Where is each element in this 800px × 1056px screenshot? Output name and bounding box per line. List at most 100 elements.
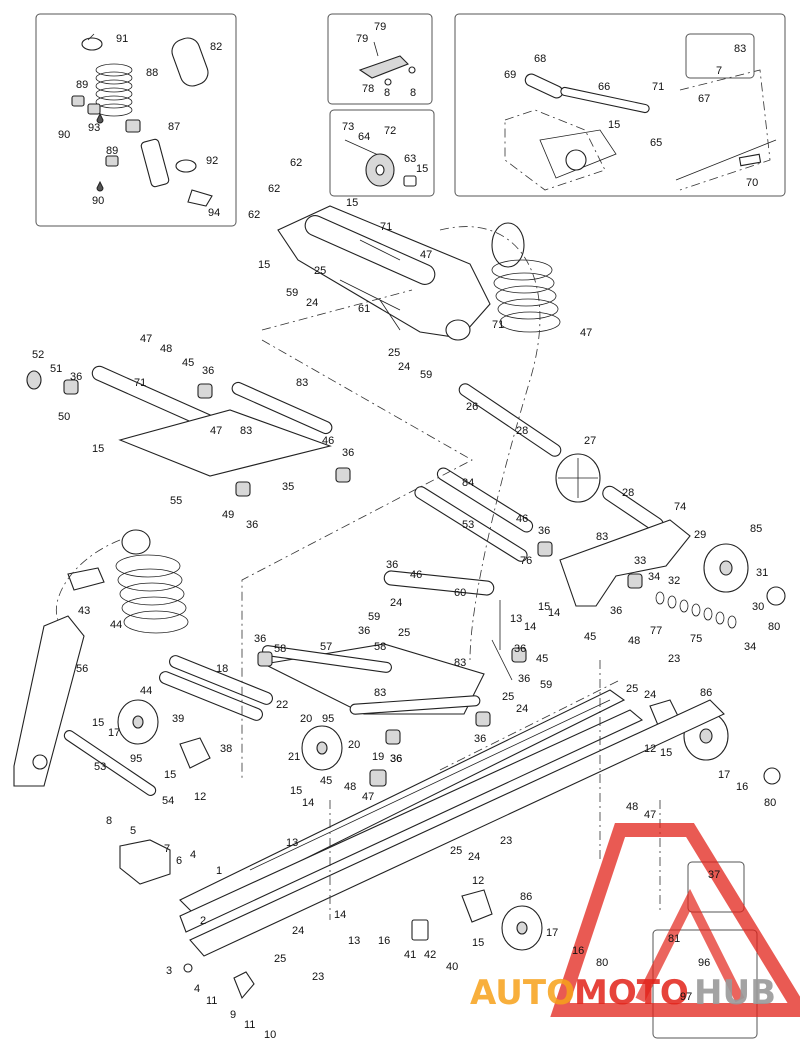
- callout-58: 58: [274, 643, 286, 655]
- callout-71: 71: [492, 319, 504, 331]
- callout-79: 79: [374, 21, 386, 33]
- callout-36: 36: [390, 753, 402, 765]
- front-arm-drawing: [13, 365, 351, 787]
- callout-33: 33: [634, 555, 646, 567]
- callout-92: 92: [206, 155, 218, 167]
- callout-36: 36: [358, 625, 370, 637]
- callout-40: 40: [446, 961, 458, 973]
- callout-6: 6: [176, 855, 182, 867]
- callout-15: 15: [258, 259, 270, 271]
- callout-36: 36: [202, 365, 214, 377]
- callout-81: 81: [668, 933, 680, 945]
- callout-93: 93: [88, 122, 100, 134]
- callout-36: 36: [514, 643, 526, 655]
- watermark-logo: AUTO MOTO HUB: [470, 823, 800, 1017]
- callout-45: 45: [182, 357, 194, 369]
- callout-59: 59: [420, 369, 432, 381]
- watermark-text-hub: HUB: [694, 973, 776, 1013]
- callout-44: 44: [140, 685, 152, 697]
- callout-36: 36: [610, 605, 622, 617]
- callout-43: 43: [78, 605, 90, 617]
- callout-36: 36: [474, 733, 486, 745]
- callout-36: 36: [342, 447, 354, 459]
- callout-75: 75: [690, 633, 702, 645]
- callout-8: 8: [410, 87, 416, 99]
- callout-94: 94: [208, 207, 220, 219]
- part-number-labels: 91 82 88 89 93 90 87 89 92 90 94 79 79 7…: [32, 21, 780, 1041]
- callout-96: 96: [698, 957, 710, 969]
- callout-91: 91: [116, 33, 128, 45]
- inset-box-wheel-axle: [329, 109, 435, 197]
- callout-47: 47: [644, 809, 656, 821]
- callout-13: 13: [286, 837, 298, 849]
- callout-15: 15: [164, 769, 176, 781]
- callout-15: 15: [290, 785, 302, 797]
- callout-23: 23: [312, 971, 324, 983]
- callout-83: 83: [734, 43, 746, 55]
- callout-31: 31: [756, 567, 768, 579]
- callout-34: 34: [744, 641, 756, 653]
- callout-47: 47: [420, 249, 432, 261]
- callout-13: 13: [348, 935, 360, 947]
- callout-39: 39: [172, 713, 184, 725]
- callout-15: 15: [346, 197, 358, 209]
- callout-51: 51: [50, 363, 62, 375]
- callout-24: 24: [306, 297, 318, 309]
- callout-15: 15: [416, 163, 428, 175]
- callout-36: 36: [254, 633, 266, 645]
- callout-4: 4: [194, 983, 200, 995]
- callout-15: 15: [538, 601, 550, 613]
- callout-25: 25: [274, 953, 286, 965]
- callout-16: 16: [378, 935, 390, 947]
- callout-29: 29: [694, 529, 706, 541]
- callout-15: 15: [92, 443, 104, 455]
- watermark-text-auto: AUTO: [470, 973, 575, 1013]
- callout-67: 67: [698, 93, 710, 105]
- callout-35: 35: [282, 481, 294, 493]
- callout-86: 86: [520, 891, 532, 903]
- callout-20: 20: [348, 739, 360, 751]
- callout-63: 63: [404, 153, 416, 165]
- callout-55: 55: [170, 495, 182, 507]
- callout-59: 59: [540, 679, 552, 691]
- callout-49: 49: [222, 509, 234, 521]
- callout-47: 47: [580, 327, 592, 339]
- callout-24: 24: [468, 851, 480, 863]
- callout-46: 46: [516, 513, 528, 525]
- callout-62: 62: [248, 209, 260, 221]
- callout-53: 53: [94, 761, 106, 773]
- callout-11: 11: [244, 1019, 255, 1031]
- callout-36: 36: [390, 753, 402, 765]
- callout-24: 24: [398, 361, 410, 373]
- callout-65: 65: [650, 137, 662, 149]
- callout-48: 48: [628, 635, 640, 647]
- callout-85: 85: [750, 523, 762, 535]
- callout-15: 15: [608, 119, 620, 131]
- callout-37: 37: [708, 869, 720, 881]
- callout-3: 3: [166, 965, 172, 977]
- callout-47: 47: [362, 791, 374, 803]
- callout-41: 41: [404, 949, 416, 961]
- inset-box-shock-parts: [35, 13, 237, 227]
- callout-36: 36: [518, 673, 530, 685]
- callout-83: 83: [374, 687, 386, 699]
- callout-5: 5: [130, 825, 136, 837]
- callout-18: 18: [216, 663, 228, 675]
- callout-36: 36: [538, 525, 550, 537]
- callout-53: 53: [462, 519, 474, 531]
- idler-wheels-drawing: [63, 655, 781, 951]
- callout-42: 42: [424, 949, 436, 961]
- callout-89: 89: [76, 79, 88, 91]
- callout-87: 87: [168, 121, 180, 133]
- callout-8: 8: [106, 815, 112, 827]
- callout-12: 12: [644, 743, 656, 755]
- callout-73: 73: [342, 121, 354, 133]
- callout-12: 12: [194, 791, 206, 803]
- callout-48: 48: [626, 801, 638, 813]
- wheel-axle-inset-drawing: [344, 139, 417, 187]
- callout-45: 45: [584, 631, 596, 643]
- callout-83: 83: [596, 531, 608, 543]
- callout-24: 24: [390, 597, 402, 609]
- callout-64: 64: [358, 131, 370, 143]
